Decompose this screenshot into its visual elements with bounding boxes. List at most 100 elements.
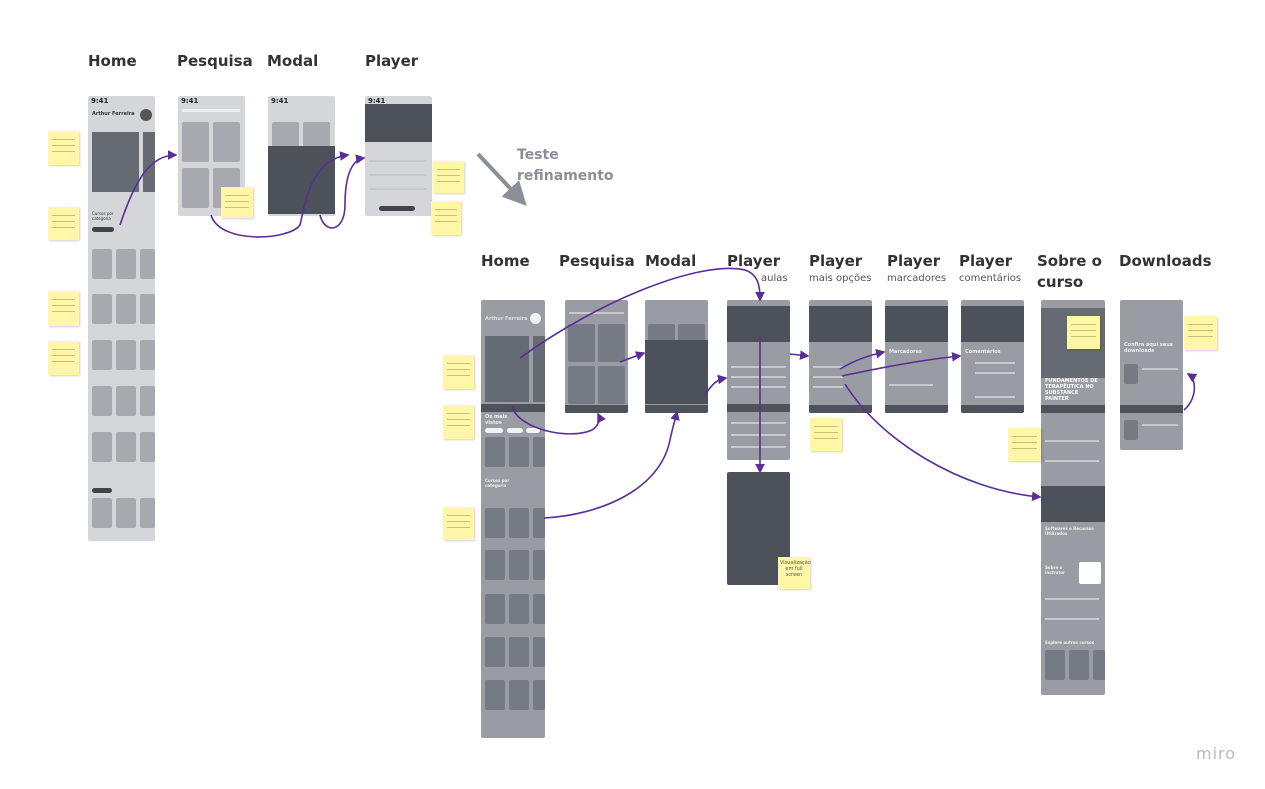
description-line xyxy=(1045,598,1099,600)
course-thumb[interactable] xyxy=(92,340,112,370)
course-thumb[interactable] xyxy=(485,437,505,467)
course-thumb[interactable] xyxy=(485,550,505,580)
course-thumb[interactable] xyxy=(140,249,155,279)
next-lesson-button[interactable] xyxy=(379,206,415,211)
course-thumb[interactable] xyxy=(509,550,529,580)
lesson-row[interactable] xyxy=(731,434,786,436)
course-thumb[interactable] xyxy=(1045,650,1065,680)
arrow-pesquisa-to-modal xyxy=(210,151,350,238)
lesson-row[interactable] xyxy=(369,188,427,190)
filter-pill[interactable] xyxy=(507,428,523,433)
course-thumb[interactable] xyxy=(509,508,529,538)
option-row[interactable] xyxy=(813,376,843,378)
course-thumb[interactable] xyxy=(92,432,112,462)
lesson-row[interactable] xyxy=(731,366,786,368)
course-thumb[interactable] xyxy=(533,594,545,624)
lesson-row[interactable] xyxy=(731,386,786,388)
course-thumb[interactable] xyxy=(509,680,529,710)
search-result[interactable] xyxy=(213,122,240,162)
course-thumb[interactable] xyxy=(485,594,505,624)
filter-pill[interactable] xyxy=(92,488,112,493)
comment-row xyxy=(975,362,1015,364)
course-thumb[interactable] xyxy=(509,594,529,624)
search-result[interactable] xyxy=(182,122,209,162)
course-thumb[interactable] xyxy=(116,294,136,324)
video-player[interactable] xyxy=(809,306,872,342)
course-thumb[interactable] xyxy=(140,386,155,416)
course-thumb[interactable] xyxy=(140,340,155,370)
featured-course-card[interactable] xyxy=(485,336,529,402)
course-thumb[interactable] xyxy=(116,340,136,370)
bottom-nav[interactable] xyxy=(961,405,1024,413)
bottom-nav[interactable] xyxy=(1120,405,1183,413)
option-row[interactable] xyxy=(813,386,843,388)
video-player[interactable] xyxy=(885,306,948,342)
search-input[interactable] xyxy=(569,312,624,314)
course-thumb[interactable] xyxy=(533,680,545,710)
video-player[interactable] xyxy=(365,104,432,142)
bottom-nav[interactable] xyxy=(885,405,948,413)
video-player[interactable] xyxy=(961,306,1024,342)
course-thumb[interactable] xyxy=(485,637,505,667)
course-modal[interactable] xyxy=(645,340,708,404)
course-thumb[interactable] xyxy=(116,498,136,528)
course-thumb[interactable] xyxy=(1069,650,1089,680)
course-thumb[interactable] xyxy=(140,432,155,462)
avatar[interactable] xyxy=(530,313,541,324)
lesson-row[interactable] xyxy=(731,376,786,378)
video-player[interactable] xyxy=(1041,486,1105,522)
comentarios-title: Comentários xyxy=(965,349,1001,355)
search-result[interactable] xyxy=(568,366,595,404)
featured-course-card-2[interactable] xyxy=(533,336,545,402)
video-player[interactable] xyxy=(727,306,790,342)
course-thumb[interactable] xyxy=(140,498,155,528)
course-thumb[interactable] xyxy=(533,637,545,667)
course-modal[interactable] xyxy=(268,146,335,214)
bottom-nav[interactable] xyxy=(565,405,628,413)
course-thumb[interactable] xyxy=(116,432,136,462)
screen-pesquisa-refined xyxy=(565,300,628,413)
filter-pill[interactable] xyxy=(485,428,503,433)
course-thumb[interactable] xyxy=(533,508,545,538)
search-result[interactable] xyxy=(598,366,625,404)
course-thumb[interactable] xyxy=(485,680,505,710)
course-thumb[interactable] xyxy=(116,386,136,416)
bottom-nav[interactable] xyxy=(645,405,708,413)
bottom-nav[interactable] xyxy=(1041,405,1105,413)
download-item[interactable] xyxy=(1124,420,1138,440)
lesson-row[interactable] xyxy=(369,174,427,176)
course-thumb[interactable] xyxy=(509,637,529,667)
category-pill[interactable] xyxy=(92,227,114,232)
course-thumb[interactable] xyxy=(92,498,112,528)
option-row[interactable] xyxy=(813,366,843,368)
course-thumb[interactable] xyxy=(533,437,545,467)
filter-pill[interactable] xyxy=(526,428,540,433)
sticky-note xyxy=(48,131,79,165)
course-thumb[interactable] xyxy=(1093,650,1105,680)
download-item[interactable] xyxy=(1124,364,1138,384)
search-result[interactable] xyxy=(182,168,209,208)
featured-course-card[interactable] xyxy=(92,132,139,192)
search-result[interactable] xyxy=(568,324,595,362)
bookmark-row[interactable] xyxy=(889,384,933,386)
course-thumb[interactable] xyxy=(509,437,529,467)
bottom-nav[interactable] xyxy=(809,405,872,413)
course-thumb[interactable] xyxy=(140,294,155,324)
course-thumb[interactable] xyxy=(92,294,112,324)
course-thumb[interactable] xyxy=(533,550,545,580)
lesson-row[interactable] xyxy=(731,446,786,448)
label-pesquisa-refined: Pesquisa xyxy=(559,252,635,270)
avatar[interactable] xyxy=(140,109,152,121)
course-thumb[interactable] xyxy=(485,508,505,538)
search-input[interactable] xyxy=(182,109,240,112)
course-thumb[interactable] xyxy=(92,386,112,416)
featured-course-card-2[interactable] xyxy=(143,132,155,192)
lesson-row[interactable] xyxy=(731,422,786,424)
lesson-row[interactable] xyxy=(369,160,427,162)
course-thumb[interactable] xyxy=(116,249,136,279)
bottom-nav[interactable] xyxy=(727,404,790,412)
course-thumb[interactable] xyxy=(92,249,112,279)
sublabel-aulas: aulas xyxy=(761,273,788,284)
comment-input[interactable] xyxy=(975,396,1015,398)
search-result[interactable] xyxy=(598,324,625,362)
